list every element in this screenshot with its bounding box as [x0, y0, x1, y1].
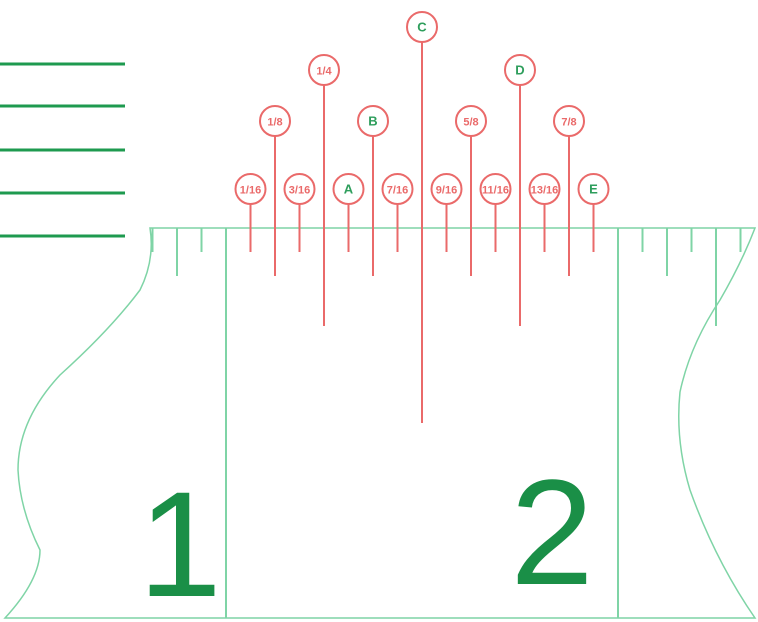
callout-label: 7/8: [561, 117, 576, 129]
callout-label: B: [368, 114, 377, 129]
callout-label: 7/16: [387, 185, 408, 197]
callout-label: C: [417, 20, 427, 35]
callout-label: E: [589, 182, 598, 197]
callout-label: 1/4: [316, 66, 332, 78]
inch-numeral-2: 2: [510, 448, 593, 616]
ruler-ticks: [153, 228, 741, 423]
callout-11-16: 11/16: [481, 174, 511, 252]
callout-E: E: [579, 174, 609, 252]
callout-label: 1/16: [240, 185, 261, 197]
inch-numeral-1: 1: [138, 460, 221, 622]
callout-3-16: 3/16: [285, 174, 315, 252]
callout-label: 11/16: [482, 185, 509, 197]
callout-label: 13/16: [531, 185, 559, 197]
callout-1-16: 1/16: [236, 174, 266, 252]
callout-label: 1/8: [267, 117, 282, 129]
callouts: 1/16 1/8 3/16 1/4A B 7/16 C 9/16 5/8 11/16 D 13/16 7…: [236, 12, 609, 423]
callout-9-16: 9/16: [432, 174, 462, 252]
callout-A: A: [334, 174, 364, 252]
callout-label: A: [344, 182, 354, 197]
callout-label: 9/16: [436, 185, 457, 197]
callout-label: D: [515, 63, 524, 78]
callout-7-16: 7/16: [383, 174, 413, 252]
callout-label: 3/16: [289, 185, 310, 197]
callout-label: 5/8: [463, 117, 478, 129]
callout-13-16: 13/16: [530, 174, 560, 252]
guide-lines: [0, 64, 125, 236]
ruler-outline: [5, 228, 755, 618]
callout-C: C: [407, 12, 437, 423]
